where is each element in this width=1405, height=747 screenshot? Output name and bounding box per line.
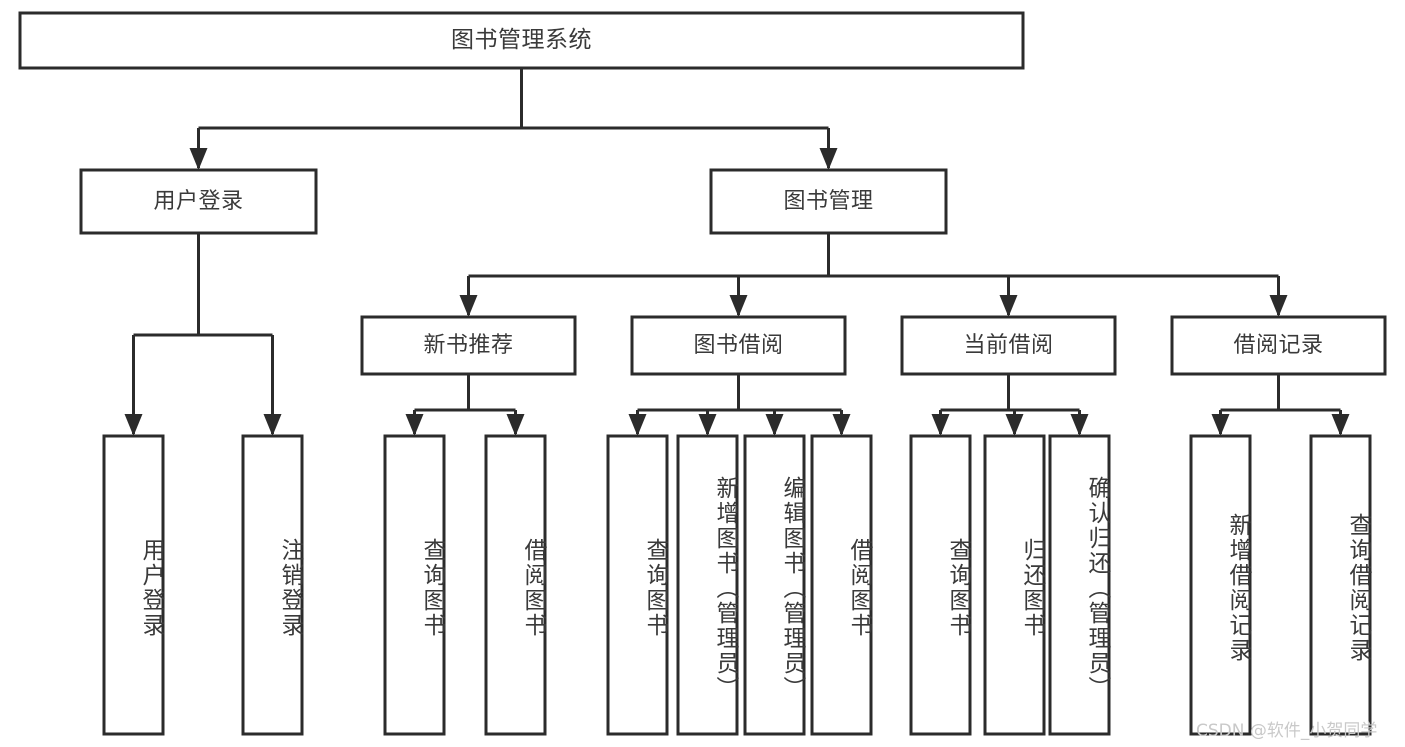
watermark: CSDN @软件_小贺同学 [1196, 721, 1378, 741]
arrow-icon-current_borrow-to-leaf-query-book-3 [931, 414, 950, 436]
arrow-icon-book_manage-to-new_book_rec [459, 295, 478, 317]
arrow-icon-book_manage-to-book_borrow [729, 295, 748, 317]
node-box-leaf-logout[interactable] [241, 434, 304, 736]
node-box-leaf-borrow-book-1[interactable] [484, 434, 547, 736]
node-box-leaf-user-login[interactable] [102, 434, 165, 736]
arrow-icon-current_borrow-to-leaf-return-book [1005, 414, 1024, 436]
node-box-leaf-return-book[interactable] [983, 434, 1046, 736]
node-box-leaf-query-book-1[interactable] [383, 434, 446, 736]
arrow-icon-book_manage-to-current_borrow [999, 295, 1018, 317]
node-box-leaf-confirm-return[interactable] [1048, 434, 1111, 736]
arrow-icon-root-to-book_manage [819, 148, 838, 170]
node-box-leaf-query-record[interactable] [1309, 434, 1372, 736]
node-box-user_login[interactable] [79, 168, 318, 235]
arrow-icon-borrow_record-to-leaf-query-record [1331, 414, 1350, 436]
node-box-new_book_rec[interactable] [360, 315, 577, 376]
arrow-icon-current_borrow-to-leaf-confirm-return [1070, 414, 1089, 436]
arrow-icon-borrow_record-to-leaf-add-record [1211, 414, 1230, 436]
arrow-icon-root-to-user_login [189, 148, 208, 170]
node-box-current_borrow[interactable] [900, 315, 1117, 376]
node-box-borrow_record[interactable] [1170, 315, 1387, 376]
node-box-leaf-edit-book[interactable] [743, 434, 806, 736]
node-box-root[interactable] [18, 11, 1025, 70]
node-box-book_manage[interactable] [709, 168, 948, 235]
arrow-icon-book_borrow-to-leaf-query-book-2 [628, 414, 647, 436]
arrow-icon-user_login-to-leaf-user-login [124, 414, 143, 436]
node-box-leaf-query-book-3[interactable] [909, 434, 972, 736]
arrow-icon-user_login-to-leaf-logout [263, 414, 282, 436]
arrow-icon-new_book_rec-to-leaf-query-book-1 [405, 414, 424, 436]
arrow-icon-book_borrow-to-leaf-edit-book [765, 414, 784, 436]
node-box-leaf-add-record[interactable] [1189, 434, 1252, 736]
arrow-icon-new_book_rec-to-leaf-borrow-book-1 [506, 414, 525, 436]
node-box-leaf-borrow-book-2[interactable] [810, 434, 873, 736]
connectors-layer [124, 68, 1350, 436]
arrow-icon-book_borrow-to-leaf-add-book [698, 414, 717, 436]
nodes-layer [18, 11, 1387, 736]
arrow-icon-book_manage-to-borrow_record [1269, 295, 1288, 317]
node-box-leaf-query-book-2[interactable] [606, 434, 669, 736]
arrow-icon-book_borrow-to-leaf-borrow-book-2 [832, 414, 851, 436]
node-box-book_borrow[interactable] [630, 315, 847, 376]
node-box-leaf-add-book[interactable] [676, 434, 739, 736]
